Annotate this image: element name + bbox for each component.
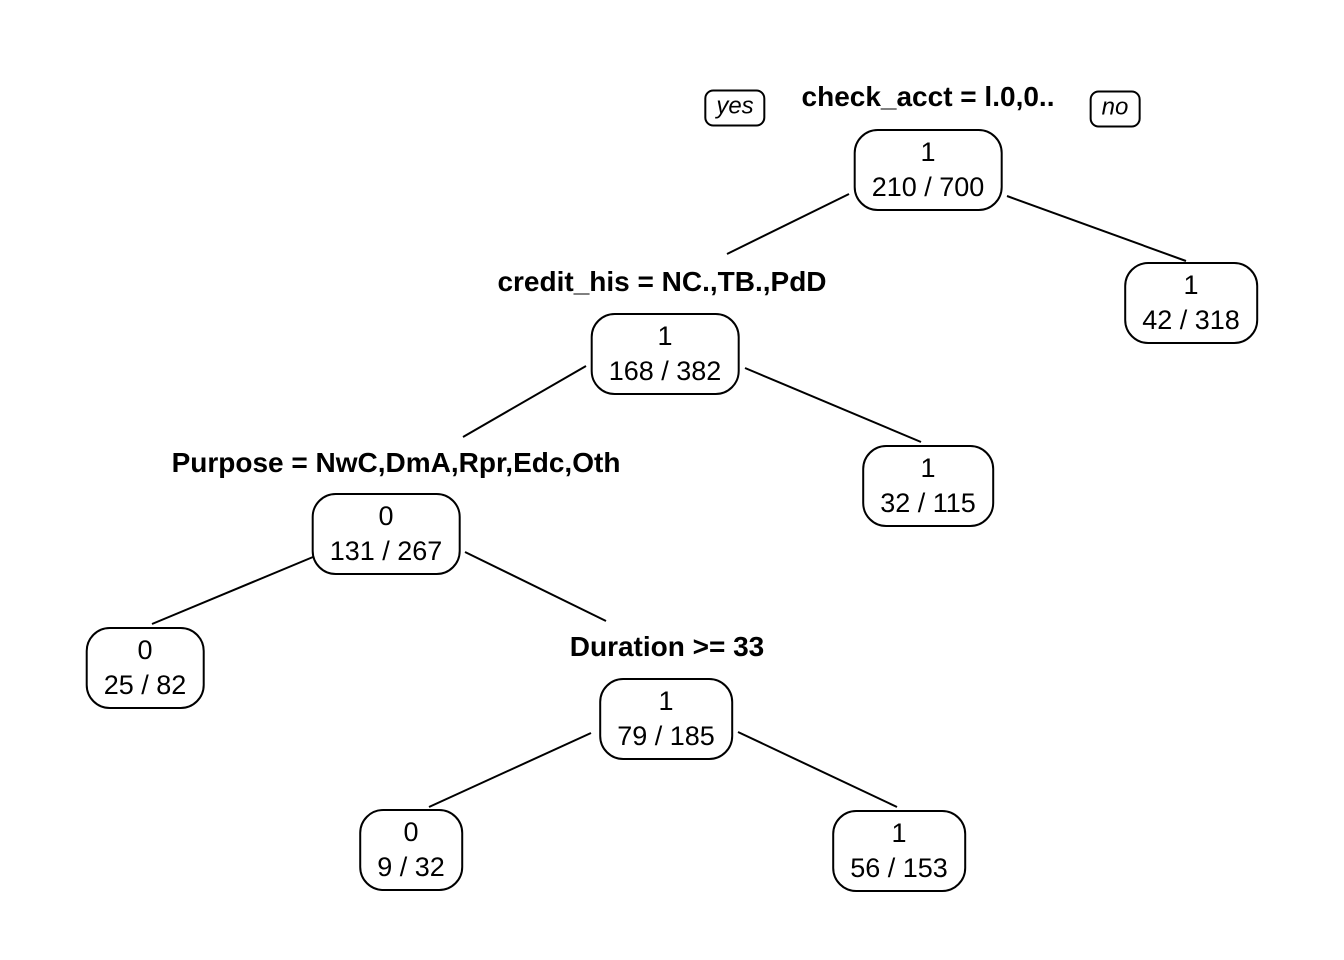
branch-label-no: no — [1089, 90, 1141, 128]
edge-credit-his-to-leaf-32-115 — [744, 367, 922, 443]
tree-node-credit-his: 1 168 / 382 — [590, 313, 740, 395]
tree-leaf-32-115: 1 32 / 115 — [862, 445, 994, 527]
edge-purpose-to-duration — [464, 551, 607, 622]
tree-leaf-9-32: 0 9 / 32 — [359, 809, 463, 891]
node-stats: 56 / 153 — [850, 853, 948, 883]
branch-label-yes-text: yes — [716, 92, 754, 120]
tree-leaf-25-82: 0 25 / 82 — [85, 627, 205, 709]
edge-duration-to-leaf-9-32 — [428, 732, 592, 808]
node-class-label: 1 — [920, 453, 936, 483]
edge-root-to-leaf-42-318 — [1006, 195, 1187, 262]
node-stats: 210 / 700 — [871, 172, 985, 202]
node-class-label: 1 — [920, 137, 936, 167]
tree-leaf-42-318: 1 42 / 318 — [1124, 262, 1258, 344]
edge-duration-to-leaf-56-153 — [737, 731, 898, 808]
tree-leaf-56-153: 1 56 / 153 — [832, 810, 966, 892]
edge-credit-his-to-purpose — [462, 365, 587, 438]
tree-node-root: 1 210 / 700 — [853, 129, 1003, 211]
node-stats: 168 / 382 — [608, 356, 722, 386]
edge-purpose-to-leaf-25-82 — [151, 556, 314, 625]
split-label-purpose: Purpose = NwC,DmA,Rpr,Edc,Oth — [171, 447, 621, 479]
branch-label-no-text: no — [1101, 93, 1129, 121]
node-stats: 32 / 115 — [880, 488, 976, 518]
node-stats: 9 / 32 — [377, 852, 445, 882]
node-class-label: 1 — [658, 686, 674, 716]
split-label-check-acct: check_acct = l.0,0.. — [801, 81, 1055, 113]
node-stats: 42 / 318 — [1142, 305, 1240, 335]
node-class-label: 0 — [137, 635, 153, 665]
node-class-label: 1 — [1183, 270, 1199, 300]
tree-node-duration: 1 79 / 185 — [599, 678, 733, 760]
node-class-label: 1 — [657, 321, 673, 351]
edge-root-to-credit-his — [726, 193, 850, 255]
node-class-label: 0 — [403, 817, 419, 847]
node-stats: 131 / 267 — [329, 536, 443, 566]
node-stats: 25 / 82 — [103, 670, 187, 700]
split-label-duration: Duration >= 33 — [569, 631, 765, 663]
node-stats: 79 / 185 — [617, 721, 715, 751]
node-class-label: 1 — [891, 818, 907, 848]
tree-node-purpose: 0 131 / 267 — [311, 493, 461, 575]
split-label-credit-his: credit_his = NC.,TB.,PdD — [497, 266, 827, 298]
branch-label-yes: yes — [704, 89, 766, 127]
node-class-label: 0 — [378, 501, 394, 531]
